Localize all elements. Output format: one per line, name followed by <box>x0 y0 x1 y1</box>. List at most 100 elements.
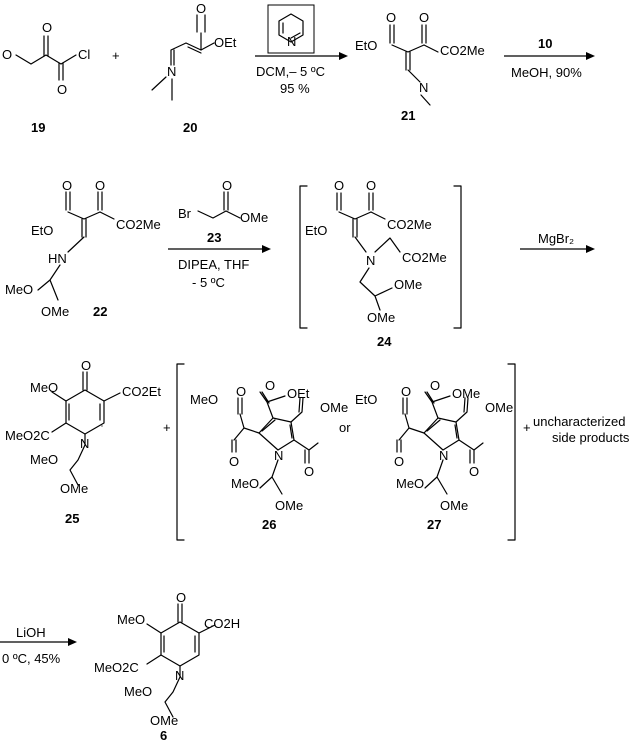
atom-25-meo2c: MeO2C <box>5 428 50 443</box>
or-text: or <box>339 420 351 435</box>
atom-27-meo: MeO <box>396 476 424 491</box>
atom-25-n: N <box>80 436 89 451</box>
atom-24-o2: O <box>366 178 376 193</box>
label-19: 19 <box>31 120 45 135</box>
label-21: 21 <box>401 108 415 123</box>
atom-21-o2: O <box>419 10 429 25</box>
label-27: 27 <box>427 517 441 532</box>
atom-22-o2: O <box>95 178 105 193</box>
atom-23-ome: OMe <box>240 210 268 225</box>
atom-22-ome: OMe <box>41 304 69 319</box>
atom-6-ome: OMe <box>150 713 178 728</box>
atom-24-co2me: CO2Me <box>387 217 432 232</box>
label-20: 20 <box>183 120 197 135</box>
arrow-1: N DCM,– 5 ºC 95 % <box>255 4 348 96</box>
arrow-5: LiOH 0 ºC, 45% <box>0 625 77 666</box>
atom-19-o3: O <box>57 82 67 97</box>
atom-26-oet: OEt <box>287 386 310 401</box>
atom-6-n: N <box>175 668 184 683</box>
compound-26: O OEt O MeO O OMe O N MeO OMe 26 <box>190 378 348 532</box>
atom-19-o1: O <box>2 47 12 62</box>
label-24: 24 <box>377 334 392 349</box>
label-6: 6 <box>160 728 167 741</box>
compound-20: O OEt N 20 <box>151 1 237 135</box>
atom-24-n: N <box>366 253 375 268</box>
atom-23-o: O <box>222 178 232 193</box>
compound-22: O O EtO CO2Me HN MeO OMe 22 <box>5 178 161 319</box>
cond-5-top: LiOH <box>16 625 46 640</box>
atom-26-meo: MeO <box>190 392 218 407</box>
label-25: 25 <box>65 511 79 526</box>
atom-22-meo: MeO <box>5 282 33 297</box>
cond-5-bottom: 0 ºC, 45% <box>2 651 61 666</box>
atom-21-eto: EtO <box>355 38 377 53</box>
compound-21: O O EtO CO2Me N 21 <box>355 10 485 123</box>
cond-4-top: MgBr₂ <box>538 231 574 246</box>
label-22: 22 <box>93 304 107 319</box>
atom-23-br: Br <box>178 206 192 221</box>
atom-20-n: N <box>167 64 176 79</box>
atom-24-eto: EtO <box>305 223 327 238</box>
atom-21-o1: O <box>386 10 396 25</box>
atom-27-n: N <box>439 448 448 463</box>
atom-27-eto: EtO <box>355 392 377 407</box>
atom-20-oet: OEt <box>214 35 237 50</box>
atom-21-co2me: CO2Me <box>440 43 485 58</box>
atom-22-hn: HN <box>48 251 67 266</box>
atom-26-ome2: OMe <box>275 498 303 513</box>
atom-22-eto: EtO <box>31 223 53 238</box>
atom-26-n: N <box>274 448 283 463</box>
atom-26-ome: OMe <box>320 400 348 415</box>
atom-27-ome: OMe <box>452 386 480 401</box>
atom-24-o1: O <box>334 178 344 193</box>
cond-3-a: DIPEA, THF <box>178 257 249 272</box>
atom-26-meo2: MeO <box>231 476 259 491</box>
atom-27-o4: O <box>469 464 479 479</box>
atom-22-co2me: CO2Me <box>116 217 161 232</box>
atom-26-o1: O <box>265 378 275 393</box>
atom-19-o2: O <box>42 20 52 35</box>
atom-27-o1: O <box>430 378 440 393</box>
cond-2-bottom: MeOH, 90% <box>511 65 582 80</box>
atom-27-o3: O <box>394 454 404 469</box>
atom-6-meo2c: MeO2C <box>94 660 139 675</box>
atom-6-co2h: CO2H <box>204 616 240 631</box>
atom-27-o2: O <box>401 384 411 399</box>
label-23: 23 <box>207 230 221 245</box>
compound-6: O MeO CO2H MeO2C N MeO OMe 6 <box>94 590 240 741</box>
cond-1-b: 95 % <box>280 81 310 96</box>
atom-19-cl: Cl <box>78 47 90 62</box>
plus-sign-2: + <box>163 420 171 435</box>
arrow-4: MgBr₂ <box>520 231 595 253</box>
atom-6-meo2: MeO <box>124 684 152 699</box>
atom-27-ome2: OMe <box>485 400 513 415</box>
compound-25: O MeO CO2Et MeO2C N MeO OMe 25 <box>5 358 161 526</box>
pyridine-n: N <box>287 34 296 49</box>
atom-26-o3: O <box>229 454 239 469</box>
atom-24-ome2: OMe <box>367 310 395 325</box>
plus-sign-1: + <box>112 48 120 63</box>
atom-25-meo2: MeO <box>30 452 58 467</box>
atom-21-n: N <box>419 80 428 95</box>
atom-6-meo: MeO <box>117 612 145 627</box>
atom-26-o4: O <box>304 464 314 479</box>
atom-25-ome: OMe <box>60 481 88 496</box>
arrow-3: O Br OMe 23 DIPEA, THF - 5 ºC <box>168 178 271 290</box>
atom-25-o: O <box>81 358 91 373</box>
atom-25-meo: MeO <box>30 380 58 395</box>
cond-3-b: - 5 ºC <box>192 275 225 290</box>
bracket-left <box>176 363 185 541</box>
side-products-line1: uncharacterized <box>533 414 626 429</box>
plus-sign-3: + <box>523 420 531 435</box>
compound-19: O O O Cl 19 <box>2 20 90 135</box>
atom-24-ome1: OMe <box>394 277 422 292</box>
compound-24: O O EtO CO2Me N CO2Me OMe OMe 24 <box>299 178 462 349</box>
bracket-right <box>507 363 516 541</box>
atom-25-co2et: CO2Et <box>122 384 161 399</box>
atom-22-o1: O <box>62 178 72 193</box>
atom-26-o2: O <box>236 384 246 399</box>
arrow-2: 10 MeOH, 90% <box>504 36 595 80</box>
compound-27: O OMe O EtO O OMe O N MeO OMe 27 <box>355 378 513 532</box>
cond-1-a: DCM,– 5 ºC <box>256 64 325 79</box>
